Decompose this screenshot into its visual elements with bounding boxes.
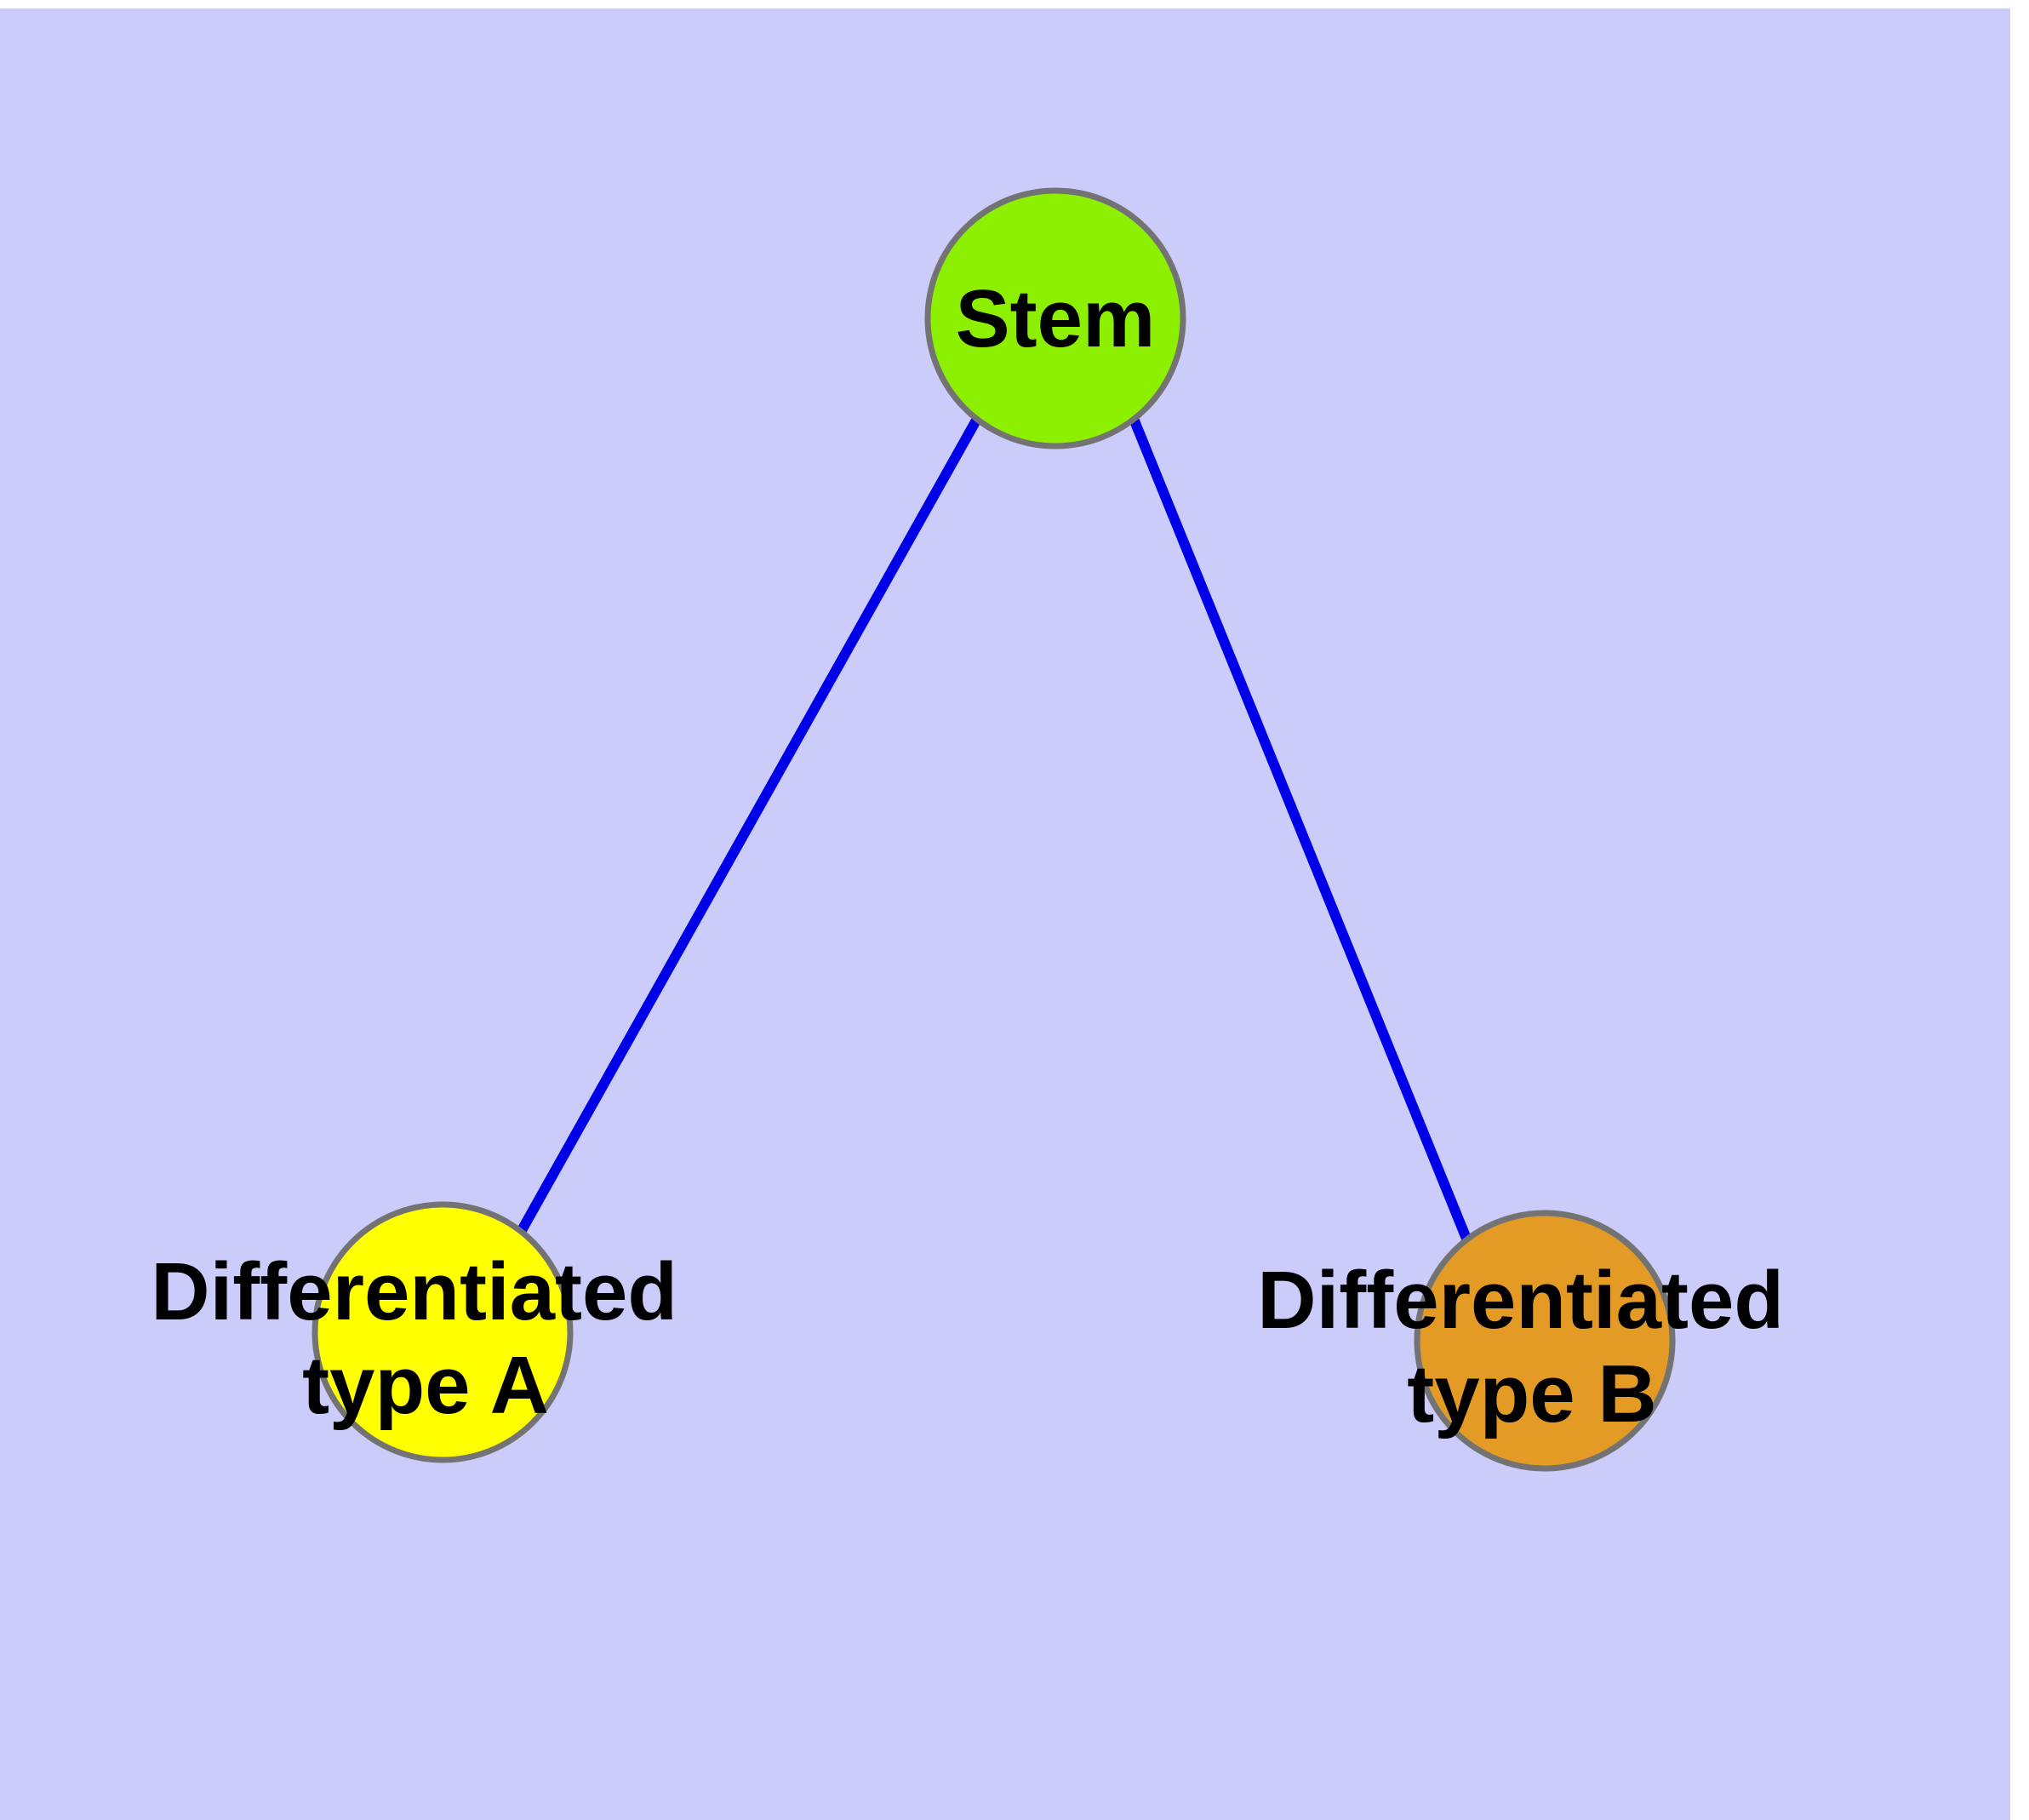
node-differentiated-type-b-label-line-2: type B	[1407, 1348, 1656, 1439]
node-differentiated-type-b-circle[interactable]	[1414, 1210, 1676, 1472]
node-differentiated-type-a-label-line-1: Differentiated	[151, 1246, 677, 1337]
node-differentiated-type-b-label-line-1: Differentiated	[1257, 1255, 1784, 1346]
edge-stem-to-differentiated-type-a[interactable]	[516, 416, 982, 1234]
diagram-plot-area: Stem Differentiated type A Differentiate…	[0, 9, 2010, 1820]
graph-svg: Stem Differentiated type A Differentiate…	[151, 187, 1806, 1472]
node-differentiated-type-a-label-line-2: type A	[302, 1340, 549, 1431]
node-differentiated-type-a-circle[interactable]	[311, 1201, 574, 1463]
labels-layer: Stem Differentiated type A Differentiate…	[151, 273, 1806, 1439]
edge-stem-to-differentiated-type-b[interactable]	[1129, 416, 1472, 1241]
node-differentiated-type-a[interactable]	[311, 1201, 574, 1463]
node-stem-circle[interactable]	[924, 187, 1186, 449]
node-differentiated-type-b[interactable]	[1414, 1210, 1676, 1472]
node-stem-label: Stem	[956, 273, 1156, 364]
node-stem-label-line-1: Stem	[956, 273, 1156, 364]
node-differentiated-type-b-label: Differentiated type B	[1257, 1255, 1806, 1439]
edges-layer	[516, 416, 1472, 1241]
node-stem[interactable]	[924, 187, 1186, 449]
node-differentiated-type-a-label: Differentiated type A	[151, 1246, 700, 1431]
nodes-layer	[311, 187, 1676, 1472]
